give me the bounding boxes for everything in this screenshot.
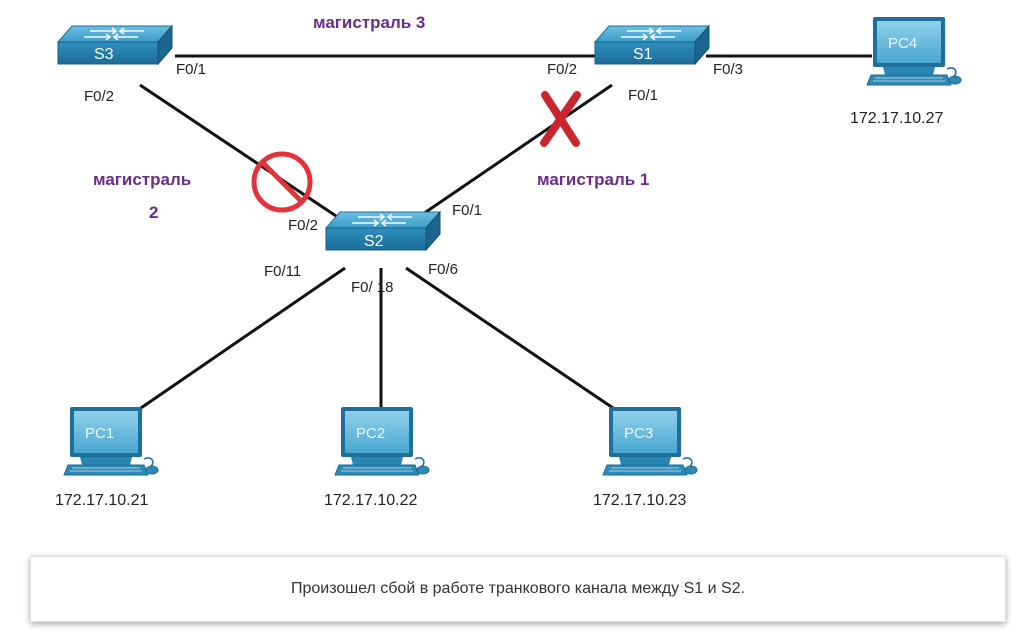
port-label: F0/1	[452, 202, 482, 219]
switch-s3-label: S3	[94, 46, 114, 63]
pc-pc4-label: PC4	[888, 35, 917, 52]
pc-pc2-label: PC2	[356, 425, 385, 442]
blocked-port-icon	[251, 151, 313, 213]
port-label: F0/1	[176, 61, 206, 78]
pc-pc1[interactable]: PC1	[63, 406, 159, 476]
trunk3-label: магистраль 3	[313, 13, 425, 32]
switch-s1[interactable]: S1	[594, 25, 710, 65]
port-label: F0/2	[547, 61, 577, 78]
pc1-ip: 172.17.10.21	[55, 492, 149, 509]
port-label: F0/6	[428, 261, 458, 278]
pc4-ip: 172.17.10.27	[850, 110, 944, 127]
pc2-ip: 172.17.10.22	[324, 492, 418, 509]
switch-s3[interactable]: S3	[57, 25, 173, 65]
trunk1-link	[419, 83, 613, 218]
port-label: F0/2	[288, 217, 318, 234]
port-label: F0/3	[713, 61, 743, 78]
trunk2-label-line2: 2	[149, 203, 158, 222]
trunk2-label-line1: магистраль	[93, 170, 191, 189]
link-failure-icon	[540, 91, 581, 147]
s2-pc3-link	[405, 266, 617, 412]
network-topology-diagram: S3 S1 S2 PC4 PC1 PC2 PC3 172.17.10.27 17…	[55, 13, 962, 509]
s2-pc1-link	[137, 266, 346, 412]
trunk1-label: магистраль 1	[537, 170, 649, 189]
pc-pc1-label: PC1	[85, 425, 114, 442]
trunk2-link	[139, 83, 349, 226]
caption-box: Произошел сбой в работе транкового канал…	[30, 556, 1006, 622]
port-label: F0/1	[628, 87, 658, 104]
pc3-ip: 172.17.10.23	[593, 492, 687, 509]
pc-pc3-label: PC3	[624, 425, 653, 442]
pc-pc2[interactable]: PC2	[334, 406, 430, 476]
port-label: F0/11	[264, 263, 301, 280]
switch-icon	[57, 25, 173, 65]
switch-s1-label: S1	[633, 46, 653, 63]
links	[137, 54, 872, 412]
switch-s2-label: S2	[364, 233, 384, 250]
pc-pc4[interactable]: PC4	[866, 16, 962, 86]
caption-text: Произошел сбой в работе транкового канал…	[290, 580, 746, 597]
switch-s2[interactable]: S2	[325, 211, 441, 251]
port-label: F0/2	[84, 88, 114, 105]
port-label: F0/ 18	[351, 279, 394, 296]
pc-pc3[interactable]: PC3	[602, 406, 698, 476]
